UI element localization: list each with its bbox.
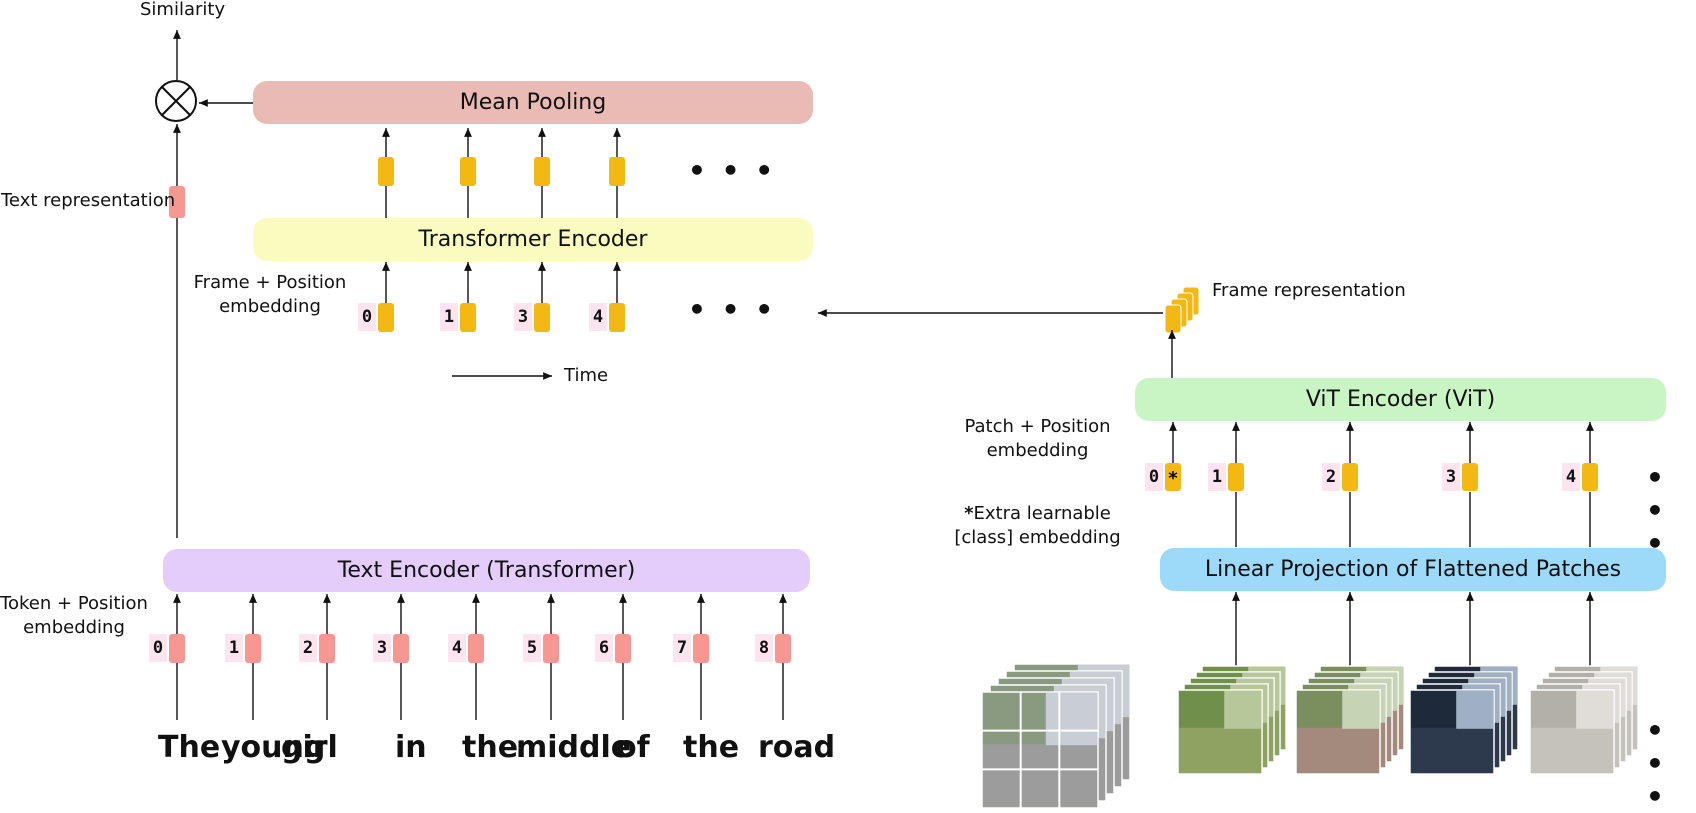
frame-embedding-token-4	[609, 303, 625, 332]
token-index-6: 6	[595, 634, 613, 662]
token-position-line-1: Token + Position	[0, 593, 148, 614]
frame-index-3: 3	[514, 303, 532, 331]
token-embedding-1	[169, 634, 185, 663]
frame-index-4: 4	[589, 303, 607, 331]
frame-embedding-token-3	[534, 303, 550, 332]
token-index-8: 8	[755, 634, 773, 662]
token-embedding-2	[245, 634, 261, 663]
token-embedding-4	[393, 634, 409, 663]
patch-position-label: Patch + Position embedding	[955, 415, 1120, 463]
token-index-2: 2	[299, 634, 317, 662]
patch-embedding-token-5	[1582, 463, 1598, 491]
token-position-line-2: embedding	[23, 617, 125, 638]
mean-pooling-ellipsis: • • •	[688, 154, 777, 187]
frame-embedding-ellipsis: • • •	[688, 293, 777, 326]
mean-pooling-box: Mean Pooling	[253, 81, 813, 124]
frame-representation-token-1	[1164, 304, 1182, 334]
token-index-5: 5	[523, 634, 541, 662]
patch-index-1: 1	[1208, 463, 1226, 491]
frame-representation-label: Frame representation	[1212, 280, 1406, 301]
patch-stack-2-frame-5	[1295, 689, 1381, 775]
word-2: young	[221, 730, 326, 765]
token-embedding-5	[468, 634, 484, 663]
extra-line-2: [class] embedding	[954, 527, 1121, 548]
vit-encoder-box: ViT Encoder (ViT)	[1135, 378, 1666, 421]
transformer-output-token-1	[378, 157, 394, 186]
token-index-0: 0	[149, 634, 167, 662]
token-embedding-3	[319, 634, 335, 663]
frame-index-0: 0	[358, 303, 376, 331]
token-index-1: 1	[225, 634, 243, 662]
patch-embedding-ellipsis: • • •	[1646, 461, 1667, 560]
word-9: road	[758, 730, 836, 765]
text-representation-token	[169, 186, 185, 218]
text-encoder-box: Text Encoder (Transformer)	[163, 549, 810, 592]
word-5: the	[462, 730, 519, 765]
frame-position-line-2: embedding	[219, 296, 321, 317]
linear-projection-box: Linear Projection of Flattened Patches	[1160, 548, 1666, 591]
transformer-output-token-4	[609, 157, 625, 186]
extra-line-1: Extra learnable	[973, 503, 1111, 524]
patch-stack-4-frame-5	[1529, 689, 1615, 775]
patch-index-3: 3	[1442, 463, 1460, 491]
word-1: The	[158, 730, 221, 765]
similarity-multiply-icon	[155, 80, 197, 122]
patch-embedding-token-2	[1228, 463, 1244, 491]
frame-position-label: Frame + Position embedding	[190, 271, 350, 319]
frame-index-1: 1	[440, 303, 458, 331]
patch-index-4: 4	[1562, 463, 1580, 491]
class-token-star: *	[1168, 468, 1178, 489]
extra-star: *	[964, 503, 974, 524]
patch-stack-3-frame-5	[1409, 689, 1495, 775]
token-index-3: 3	[373, 634, 391, 662]
word-8: the	[683, 730, 740, 765]
word-3: girl	[281, 730, 338, 765]
patch-position-line-2: embedding	[986, 440, 1089, 461]
text-representation-label: Text representation	[1, 190, 176, 211]
patch-stack-1-frame-5	[1177, 689, 1263, 775]
frame-embedding-token-2	[460, 303, 476, 332]
patch-embedding-token-4	[1462, 463, 1478, 491]
token-embedding-6	[543, 634, 559, 663]
patch-embedding-token-3	[1342, 463, 1358, 491]
transformer-output-token-2	[460, 157, 476, 186]
time-label: Time	[564, 365, 609, 386]
token-position-label: Token + Position embedding	[0, 592, 148, 640]
word-6: middle	[516, 730, 632, 765]
patch-embedding-token-1	[1165, 463, 1181, 491]
extra-learnable-label: *Extra learnable [class] embedding	[945, 502, 1130, 550]
patch-index-2: 2	[1322, 463, 1340, 491]
token-embedding-7	[615, 634, 631, 663]
frame-embedding-token-1	[378, 303, 394, 332]
similarity-label: Similarity	[140, 0, 226, 20]
word-4: in	[395, 730, 427, 765]
patch-index-0: 0	[1145, 463, 1163, 491]
token-embedding-9	[775, 634, 791, 663]
token-index-7: 7	[673, 634, 691, 662]
word-7: of	[616, 730, 650, 765]
token-index-4: 4	[448, 634, 466, 662]
video-frame-5	[981, 691, 1099, 809]
frame-position-line-1: Frame + Position	[193, 272, 347, 293]
token-embedding-8	[693, 634, 709, 663]
transformer-output-token-3	[534, 157, 550, 186]
patch-position-line-1: Patch + Position	[964, 416, 1111, 437]
patch-images-ellipsis: • • •	[1646, 714, 1667, 813]
transformer-encoder-box: Transformer Encoder	[253, 218, 813, 261]
